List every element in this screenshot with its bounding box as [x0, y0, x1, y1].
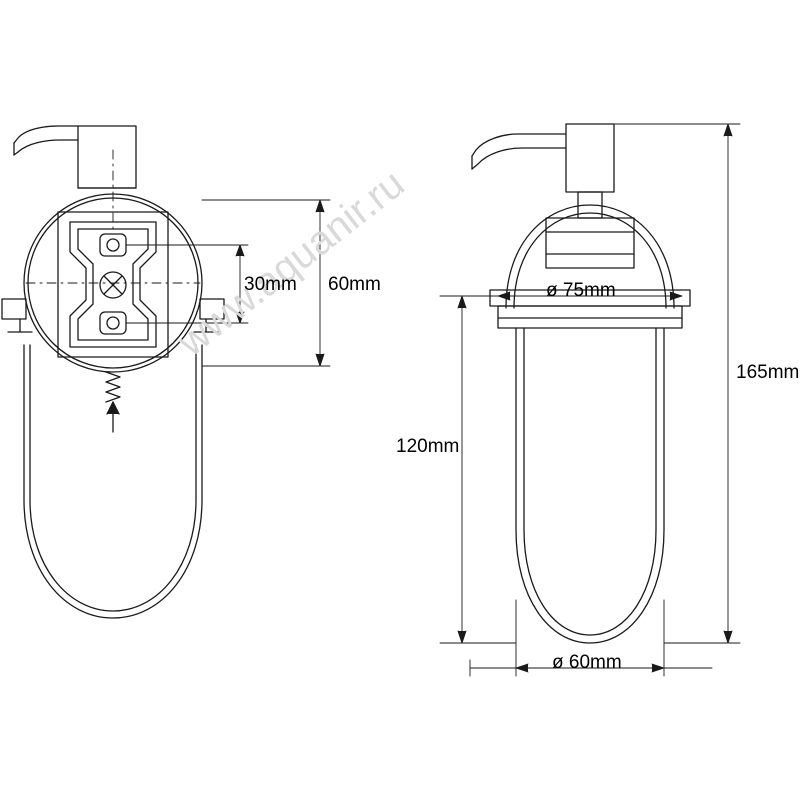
dimension-label-30mm: 30mm: [244, 274, 297, 295]
dimension-label-60mm-glass: ø 60mm: [552, 652, 622, 673]
right-dimension-60mm: [469, 599, 713, 677]
right-pump-spout: [471, 133, 567, 170]
left-bracket-plate: [57, 211, 169, 358]
right-pump-neck: [545, 191, 635, 269]
left-spring-detail: [105, 371, 121, 433]
left-glass-body: [23, 344, 203, 619]
right-dimension-165mm: [613, 123, 741, 644]
right-glass-body: [515, 327, 665, 644]
left-centerlines: [25, 149, 201, 284]
left-pump-block: [77, 125, 137, 189]
dimension-label-75mm: ø 75mm: [546, 280, 616, 301]
right-dimension-120mm: [439, 295, 517, 644]
dimension-label-165mm: 165mm: [736, 362, 800, 383]
left-dimension-30mm: [125, 244, 249, 324]
right-pump-block: [565, 123, 615, 193]
left-pump-spout: [13, 125, 79, 156]
dimension-label-120mm: 120mm: [396, 436, 460, 457]
left-screw-holes: [99, 233, 127, 335]
dimension-label-60mm-front: 60mm: [328, 274, 381, 295]
left-side-lugs: [1, 298, 225, 333]
left-dimension-60mm: [201, 199, 331, 367]
right-collar-flange: [489, 289, 691, 329]
right-holder-dome: [505, 204, 675, 309]
left-center-screw: [99, 271, 127, 299]
